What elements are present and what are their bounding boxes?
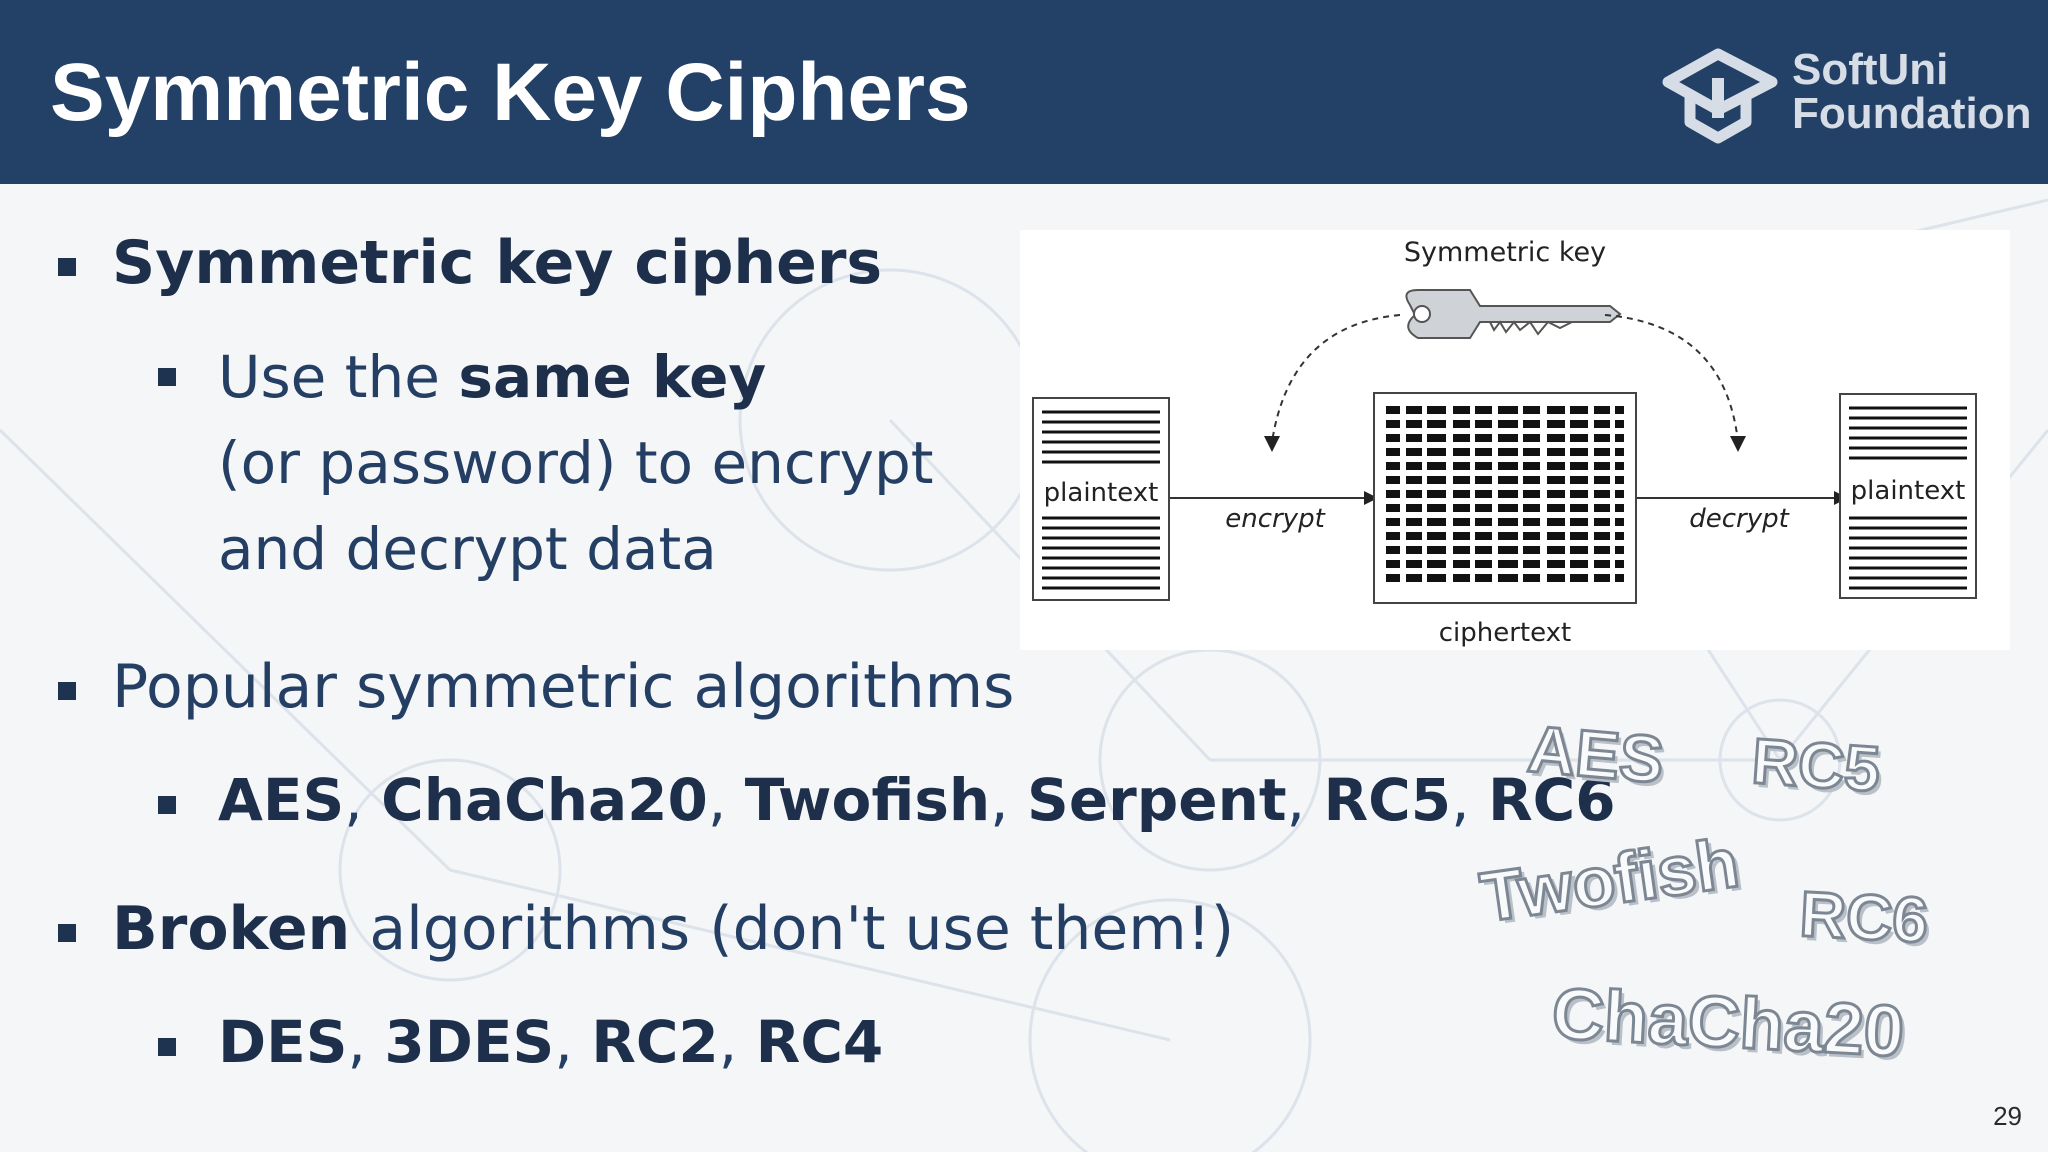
bullet-popular-algorithms: Popular symmetric algorithms xyxy=(58,652,1014,722)
document-icon xyxy=(1032,397,1170,601)
left-plaintext-label: plaintext xyxy=(1044,478,1159,508)
slide-header xyxy=(0,0,2048,184)
document-icon xyxy=(1839,393,1977,599)
logo-line-2: Foundation xyxy=(1792,89,2032,138)
ciphertext-label: ciphertext xyxy=(1439,618,1572,648)
key-icon xyxy=(1405,289,1622,339)
wordart-rc6: RC6 xyxy=(1797,876,1932,958)
logo-line-1: SoftUni xyxy=(1792,45,1949,94)
sub-bullet-popular-list: AES, ChaCha20, Twofish, Serpent, RC5, RC… xyxy=(158,766,1616,834)
encrypt-label: encrypt xyxy=(1225,504,1325,534)
slide-title: Symmetric Key Ciphers xyxy=(50,47,971,138)
decrypt-label: decrypt xyxy=(1689,504,1789,534)
wordart-aes: AES xyxy=(1524,710,1669,799)
sub-bullet-marker xyxy=(158,796,176,814)
softuni-cap-logo-icon xyxy=(1662,48,1778,144)
bullet-marker xyxy=(58,682,76,700)
bullet-symmetric-key-ciphers: Symmetric key ciphers xyxy=(58,228,882,298)
sub-bullet-marker xyxy=(158,1038,176,1056)
page-number: 29 xyxy=(1993,1101,2022,1131)
logo-wordmark: SoftUni Foundation xyxy=(1792,48,2032,136)
bullet-marker xyxy=(58,258,76,276)
bullet-marker xyxy=(58,924,76,942)
key-label: Symmetric key xyxy=(1404,237,1606,268)
sub-bullet-marker xyxy=(158,368,176,386)
wordart-rc5: RC5 xyxy=(1748,723,1884,807)
right-plaintext-label: plaintext xyxy=(1851,476,1966,506)
bullet-broken-algorithms: Broken algorithms (don't use them!) xyxy=(58,894,1234,964)
sub-bullet-broken-list: DES, 3DES, RC2, RC4 xyxy=(158,1008,883,1076)
cipher-document-icon xyxy=(1373,392,1637,604)
sub-bullet-same-key: Use the same key (or password) to encryp… xyxy=(218,343,934,583)
symmetric-encryption-diagram: Symmetric key plaintext encry xyxy=(1020,230,2010,650)
